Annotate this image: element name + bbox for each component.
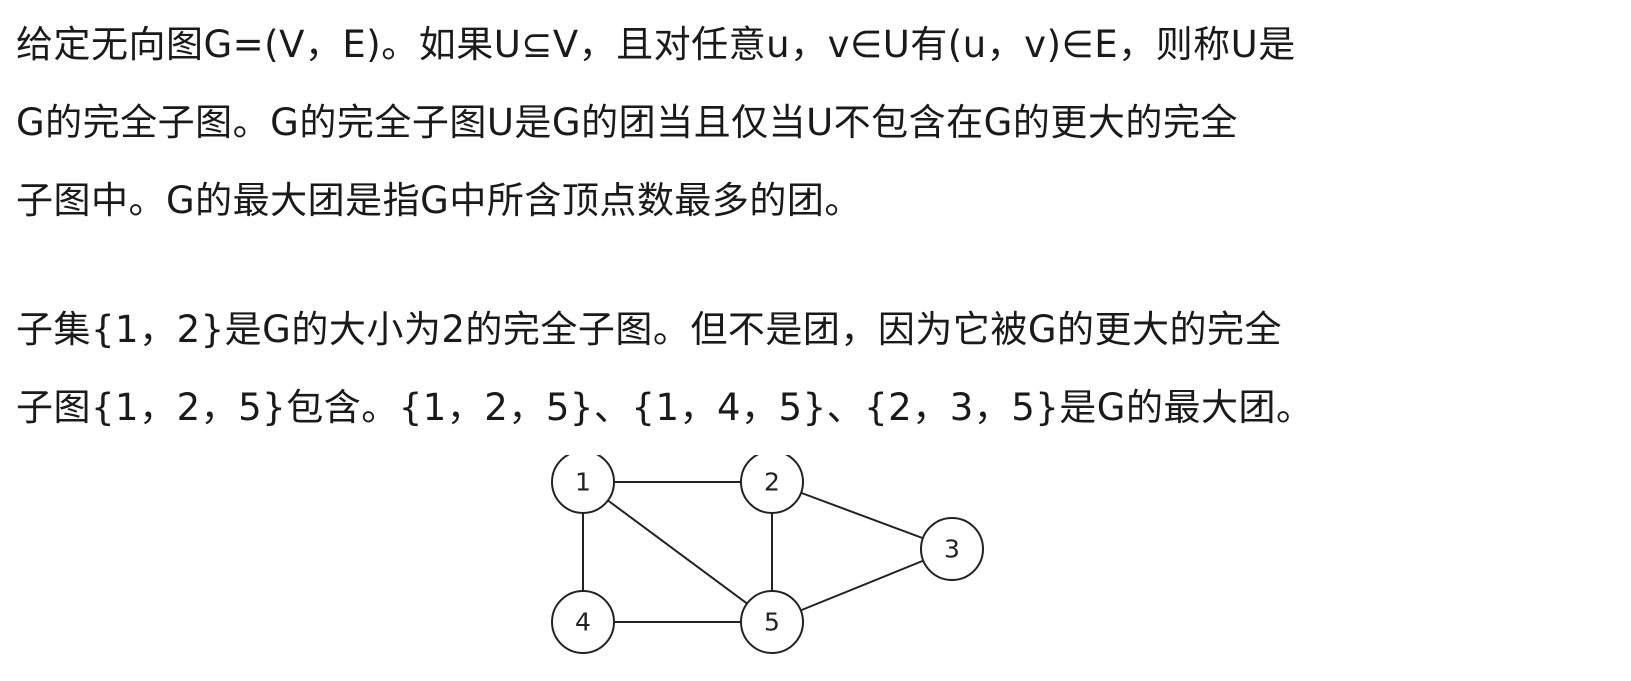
graph-edge-2-3 [771, 481, 953, 550]
graph-node-1: 1 [551, 455, 615, 514]
graph-node-label: 4 [575, 608, 591, 637]
example-paragraph: 子集{1，2}是G的大小为2的完全子图。但不是团，因为它被G的更大的完全 子图{… [16, 291, 1616, 447]
graph-node-circle [551, 455, 615, 514]
graph-node-4: 4 [551, 590, 615, 654]
graph-edge-3-5 [771, 548, 953, 623]
text-line: G的完全子图。G的完全子图U是G的团当且仅当U不包含在G的更大的完全 [16, 101, 1238, 144]
graph-node-circle [740, 455, 804, 514]
graph-node-label: 1 [575, 468, 591, 497]
graph-node-label: 5 [764, 608, 780, 637]
graph-node-circle [920, 517, 984, 581]
graph-node-3: 3 [920, 517, 984, 581]
graph-node-label: 2 [764, 468, 780, 497]
text-line: 子图中。G的最大团是指G中所含顶点数最多的团。 [16, 179, 862, 222]
text-line: 子集{1，2}是G的大小为2的完全子图。但不是团，因为它被G的更大的完全 [16, 308, 1283, 351]
graph-node-circle [551, 590, 615, 654]
undirected-graph-diagram: 1 2 3 4 5 [551, 455, 984, 654]
graph-edge-1-5 [582, 481, 773, 623]
text-line: 给定无向图G=(V，E)。如果U⊆V，且对任意u，v∈U有(u，v)∈E，则称U… [16, 23, 1296, 66]
text-line: 子图{1，2，5}包含。{1，2，5}、{1，4，5}、{2，3，5}是G的最大… [16, 386, 1314, 429]
graph-node-circle [740, 590, 804, 654]
graph-node-5: 5 [740, 590, 804, 654]
graph-nodes: 1 2 3 4 5 [551, 455, 984, 654]
graph-node-label: 3 [944, 535, 960, 564]
definition-paragraph: 给定无向图G=(V，E)。如果U⊆V，且对任意u，v∈U有(u，v)∈E，则称U… [16, 6, 1616, 240]
graph-node-2: 2 [740, 455, 804, 514]
